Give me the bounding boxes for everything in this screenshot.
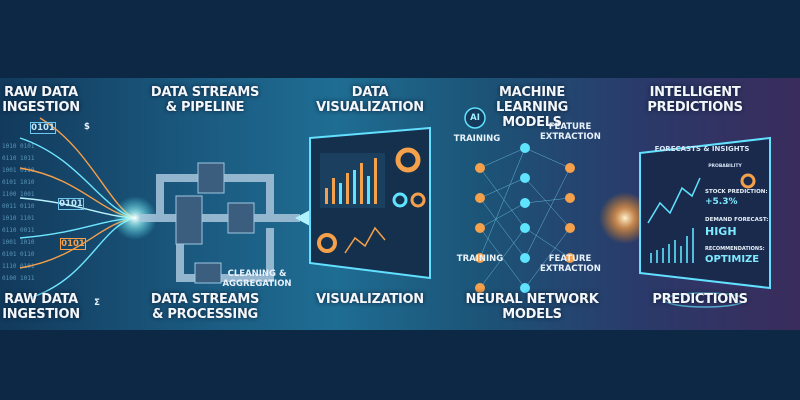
stage-title-pipeline: DATA STREAMS& PIPELINE: [145, 85, 265, 115]
line: & PIPELINE: [165, 100, 245, 115]
probability-label: PROBABILITY: [708, 164, 742, 169]
binary-chip: 0101: [58, 198, 84, 210]
line: EXTRACTION: [540, 132, 601, 142]
svg-text:1001 1010: 1001 1010: [2, 239, 35, 246]
svg-text:0110 1011: 0110 1011: [2, 155, 35, 162]
line: VISUALIZATION: [316, 292, 424, 307]
sigma-icon: Σ: [94, 298, 100, 308]
stage-caption-processing: DATA STREAMS& PROCESSING: [145, 292, 265, 322]
binary-chip: 0101: [60, 238, 86, 250]
svg-text:0101 0110: 0101 0110: [2, 251, 35, 258]
pipeline-modules: [175, 162, 255, 284]
line: RAW DATA: [4, 85, 78, 100]
stock-prediction-value: +5.3%: [705, 197, 738, 207]
line: DATA: [351, 85, 389, 100]
svg-text:0100 1011: 0100 1011: [2, 275, 35, 282]
line: MACHINE LEARNING: [495, 85, 569, 115]
line: FEATURE: [548, 122, 592, 132]
line: NEURAL NETWORK: [465, 292, 599, 307]
line: INTELLIGENT: [649, 85, 741, 100]
line: CLEANING &: [227, 269, 287, 279]
ai-badge-icon: [464, 107, 486, 129]
line: MODELS: [502, 307, 562, 322]
forecast-title: FORECASTS & INSIGHTS: [654, 145, 750, 153]
neural-network: [479, 147, 571, 289]
line: & PROCESSING: [152, 307, 258, 322]
line: PREDICTIONS: [652, 292, 748, 307]
line: RAW DATA: [4, 292, 78, 307]
line: DATA STREAMS: [150, 292, 260, 307]
stage-caption-visualization: VISUALIZATION: [310, 292, 430, 307]
line: INGESTION: [2, 100, 80, 115]
binary-chip: 0101: [30, 122, 56, 134]
line: DATA STREAMS: [150, 85, 260, 100]
pipeline-infographic: 1010 0101 0110 1011 1001 0110 0101 1010 110…: [0, 78, 800, 330]
line: PREDICTIONS: [647, 100, 743, 115]
hidden-nodes: [520, 143, 530, 293]
dollar-icon: $: [84, 122, 90, 132]
recommendations-label: RECOMMENDATIONS:: [705, 246, 765, 252]
illustration: 1010 0101 0110 1011 1001 0110 0101 1010 110…: [2, 107, 771, 308]
demand-forecast-value: HIGH: [705, 225, 737, 238]
recommendations-value: OPTIMIZE: [705, 254, 760, 265]
line: FEATURE: [548, 254, 592, 264]
training-label-bottom: TRAINING: [456, 254, 504, 264]
line: INGESTION: [2, 307, 80, 322]
stage-caption-predictions: PREDICTIONS: [645, 292, 755, 307]
svg-text:0101 1010: 0101 1010: [2, 179, 35, 186]
input-nodes: [475, 163, 485, 293]
arrow-icon: [295, 210, 310, 226]
svg-text:1100 1001: 1100 1001: [2, 191, 35, 198]
output-nodes: [565, 163, 575, 263]
line: MODELS: [502, 115, 562, 130]
forecast-screen: [639, 136, 771, 290]
svg-text:1001 0110: 1001 0110: [2, 167, 35, 174]
demand-forecast-label: DEMAND FORECAST:: [705, 217, 769, 223]
stock-prediction-label: STOCK PREDICTION:: [705, 189, 768, 195]
svg-text:0011 0110: 0011 0110: [2, 203, 35, 210]
svg-text:1010 0101: 1010 0101: [2, 143, 35, 150]
binary-stream: 1010 0101 0110 1011 1001 0110 0101 1010 110…: [2, 143, 35, 282]
svg-text:1010 1101: 1010 1101: [2, 215, 35, 222]
line: AGGREGATION: [222, 279, 292, 289]
ai-badge: AI: [470, 113, 480, 123]
line: EXTRACTION: [540, 264, 601, 274]
svg-text:1110 0101: 1110 0101: [2, 263, 35, 270]
dashboard-screen: [309, 126, 431, 280]
line: VISUALIZATION: [316, 100, 424, 115]
training-label-top: TRAINING: [453, 134, 501, 144]
svg-text:0110 0011: 0110 0011: [2, 227, 35, 234]
cleaning-label: CLEANING &AGGREGATION: [222, 269, 292, 289]
